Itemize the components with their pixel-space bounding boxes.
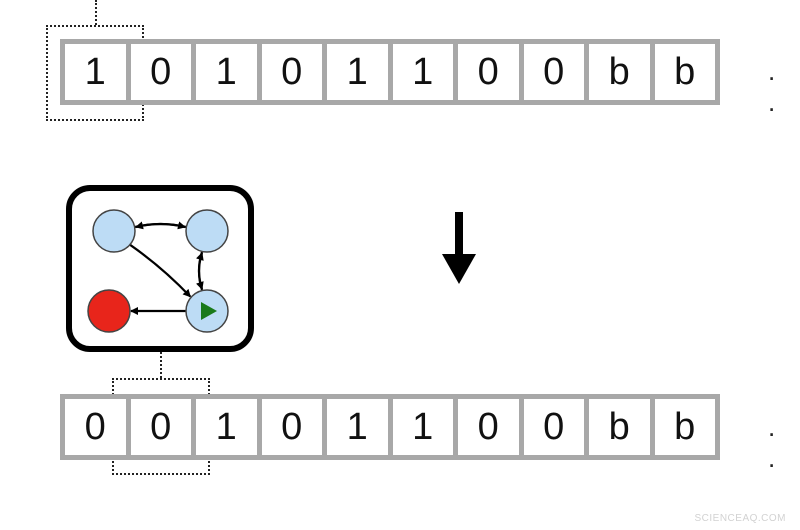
state-graph	[87, 209, 229, 333]
transition-arrow-down-icon	[442, 212, 476, 284]
tape-cell: 1	[322, 399, 388, 455]
watermark: SCIENCEAQ.COM	[694, 513, 786, 524]
tape-continuation-dots: . .	[768, 56, 782, 117]
tape-cell: 1	[84, 51, 106, 93]
tape-cell: b	[649, 399, 716, 455]
tape-cell: b	[649, 44, 716, 100]
tape-cell: 0	[518, 44, 585, 100]
tape-cell: b	[584, 399, 650, 455]
tape-after: 0 0 1 0 1 1 0 0 b b	[60, 394, 720, 460]
tape-cell: 1	[322, 44, 388, 100]
tape-cell: 1	[387, 399, 454, 455]
tape-cell: 0	[125, 399, 192, 455]
tape-cell: 1	[191, 399, 257, 455]
state-node	[185, 209, 229, 253]
state-machine-controller	[66, 185, 254, 352]
transition-arrow	[135, 221, 187, 230]
tape-cell: 0	[453, 44, 519, 100]
tape-cell: 0	[518, 399, 585, 455]
read-head-connector-top	[95, 0, 97, 25]
tape-cell: 0	[256, 399, 323, 455]
tape-continuation-dots: . .	[768, 412, 782, 473]
state-node	[87, 289, 131, 333]
tape-before: 1 0 1 0 1 1 0 0 b b	[60, 39, 720, 105]
state-node	[92, 209, 136, 253]
tape-cell: 0	[125, 44, 192, 100]
tape-cell: 0	[256, 44, 323, 100]
current-state-play-icon	[201, 302, 217, 320]
tape-cell: 0	[84, 406, 106, 448]
tape-cell: b	[584, 44, 650, 100]
tape-cell: 0	[453, 399, 519, 455]
transition-arrow	[129, 243, 192, 298]
tape-cell: 1	[191, 44, 257, 100]
read-head-connector-bottom	[160, 352, 162, 378]
transition-arrow	[196, 252, 204, 291]
tape-cell: 1	[387, 44, 454, 100]
